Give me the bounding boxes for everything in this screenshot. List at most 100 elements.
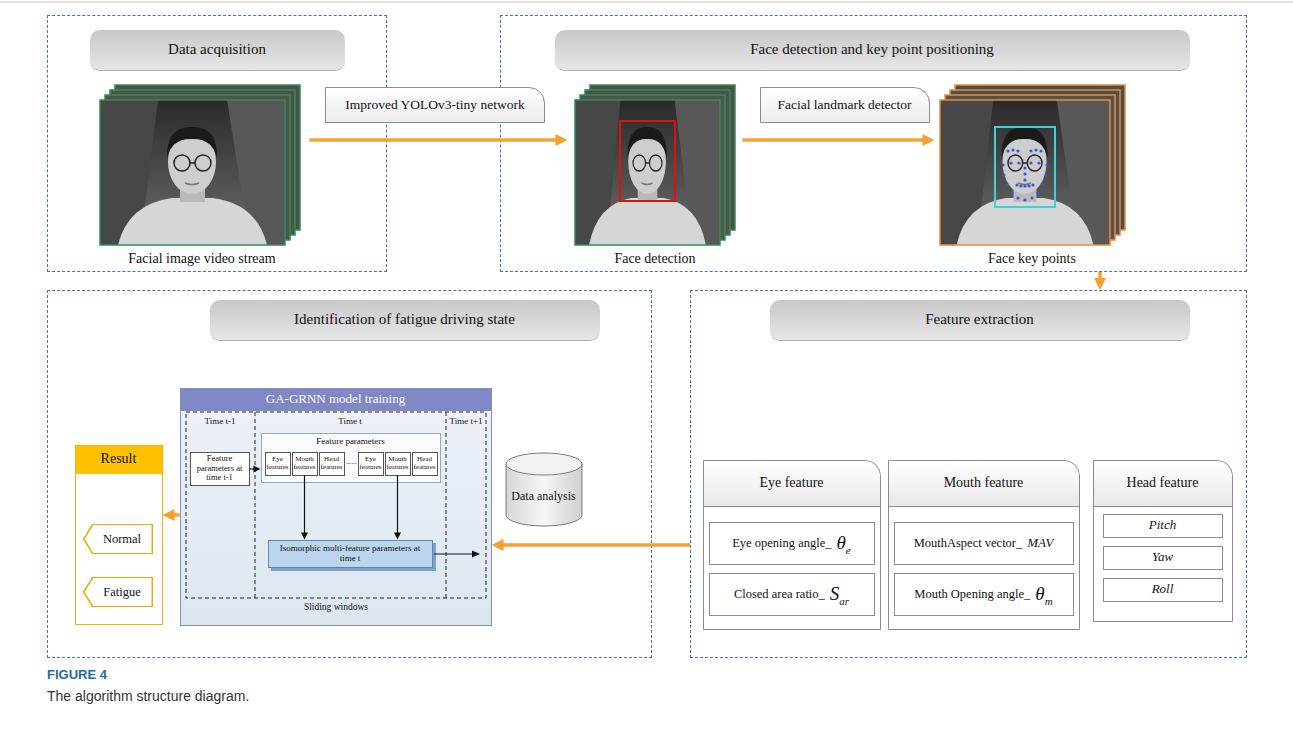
angle-name: Roll <box>1152 582 1174 597</box>
panel-heading: Identification of fatigue driving state <box>210 300 600 340</box>
group-heading: Mouth feature <box>889 461 1079 507</box>
frame <box>575 100 720 245</box>
feature-item: Eye opening angle_θe <box>709 522 875 565</box>
feature-group: Mouth featureMouthAspect vector_ MAV Mouth… <box>888 460 1080 630</box>
time-label: Time t+1 <box>449 416 482 426</box>
feature-cell-label: Mouth features <box>386 456 408 471</box>
time-divider <box>446 412 447 598</box>
feature-item: Mouth Opening angle_ θm <box>894 573 1074 616</box>
process-label: Improved YOLOv3-tiny network <box>345 97 524 113</box>
video-frame-stack <box>100 85 300 245</box>
arrowhead <box>923 134 935 146</box>
arrowhead <box>254 466 261 473</box>
connector-line <box>304 476 305 534</box>
landmark-dots <box>1001 148 1048 201</box>
feature-item: Closed area ratio_Sar <box>709 573 875 616</box>
ellipsis: ...... <box>346 458 357 466</box>
window-label: Sliding windows <box>304 602 368 613</box>
parameter-label: Feature parameters at time t-1 <box>193 454 247 482</box>
feature-parameter-box: Feature parametersEye features Mouth feat… <box>261 433 441 483</box>
feature-cell-label: Mouth features <box>293 456 315 471</box>
panel-heading: Data acquisition <box>90 30 345 70</box>
database-label: Data analysis <box>511 490 575 504</box>
face-box <box>995 127 1055 207</box>
parameter-heading: Feature parameters <box>262 435 440 449</box>
connector-arrow <box>394 476 401 540</box>
arrowhead <box>492 539 504 551</box>
symbol-subscript: e <box>846 544 851 557</box>
arrowhead <box>163 509 175 521</box>
connector-line <box>503 543 691 547</box>
head-angle-box: Yaw <box>1103 546 1223 570</box>
group-heading: Head feature <box>1094 461 1232 507</box>
feature-cell: Mouth features <box>385 452 411 476</box>
driver-photo <box>940 100 1110 245</box>
isomorphic-box: Isomorphic multi-feature parameters at t… <box>268 540 433 568</box>
result-box: ResultNormalFatigue <box>75 445 163 625</box>
connector-line <box>1098 272 1102 279</box>
time-label: Time t <box>338 416 361 426</box>
tag-shape <box>84 524 153 553</box>
feature-cell-label: Head features <box>320 456 342 471</box>
symbol-letter: S <box>830 583 840 605</box>
parameter-box: Feature parameters at time t-1 <box>190 452 250 486</box>
result-heading: Result <box>76 446 162 474</box>
time-label: Time t-1 <box>205 416 236 426</box>
feature-symbol: Sar <box>830 583 849 605</box>
arrowhead <box>556 134 568 146</box>
image-caption: Facial image video stream <box>95 251 310 267</box>
tag-shape <box>84 577 153 606</box>
feature-symbol: θe <box>837 532 851 554</box>
connector-line <box>397 476 398 534</box>
image-caption: Face detection <box>568 251 743 267</box>
symbol-letter: θ <box>1035 583 1044 605</box>
arrowhead <box>472 551 480 558</box>
symbol-letter: θ <box>837 532 846 554</box>
arrowhead <box>394 533 401 540</box>
process-label: Facial landmark detector <box>777 97 911 113</box>
driver-photo <box>100 100 285 245</box>
group-heading: Eye feature <box>704 461 880 507</box>
detection-frame-stack <box>575 85 735 245</box>
connector-arrow <box>743 134 935 146</box>
feature-cell-label: Head features <box>413 456 435 471</box>
time-divider <box>255 412 256 598</box>
panel-heading: Feature extraction <box>770 300 1190 340</box>
output-arrow <box>434 553 472 554</box>
model-heading: GA-GRNN model training <box>181 389 491 411</box>
figure-caption: The algorithm structure diagram. <box>47 688 249 704</box>
arrowhead <box>301 533 308 540</box>
result-tag: Fatigue <box>83 577 153 607</box>
result-tag: Normal <box>83 524 153 554</box>
connector-arrow <box>492 539 691 551</box>
head-angle-box: Roll <box>1103 578 1223 602</box>
connector-line <box>310 138 557 142</box>
feature-cell: Head features <box>319 452 345 476</box>
feature-name: Mouth Opening angle_ <box>914 587 1030 601</box>
feature-group: Head featurePitchYawRoll <box>1093 460 1233 622</box>
driver-photo <box>575 100 720 245</box>
symbol-letter: MAV <box>1027 536 1053 551</box>
feature-cell-label: Eye features <box>359 456 381 471</box>
connector-arrow <box>250 466 261 473</box>
window-outline <box>186 412 486 598</box>
result-label: Fatigue <box>103 585 141 599</box>
cylinder-top <box>506 453 582 475</box>
process-box: Improved YOLOv3-tiny network <box>325 87 545 123</box>
feature-symbol: MAV <box>1027 536 1053 551</box>
connector-arrow <box>163 509 180 521</box>
cylinder-outline <box>505 452 583 527</box>
feature-cell: Head features <box>412 452 438 476</box>
feature-name: MouthAspect vector_ <box>914 536 1023 550</box>
angle-name: Pitch <box>1149 518 1176 533</box>
feature-symbol: θm <box>1035 583 1052 605</box>
frame <box>100 100 285 245</box>
top-rule <box>0 2 1293 3</box>
panel-heading: Face detection and key point positioning <box>555 30 1190 70</box>
feature-cell: Eye features <box>358 452 384 476</box>
head-angle-box: Pitch <box>1103 514 1223 538</box>
arrowhead <box>1094 278 1106 290</box>
